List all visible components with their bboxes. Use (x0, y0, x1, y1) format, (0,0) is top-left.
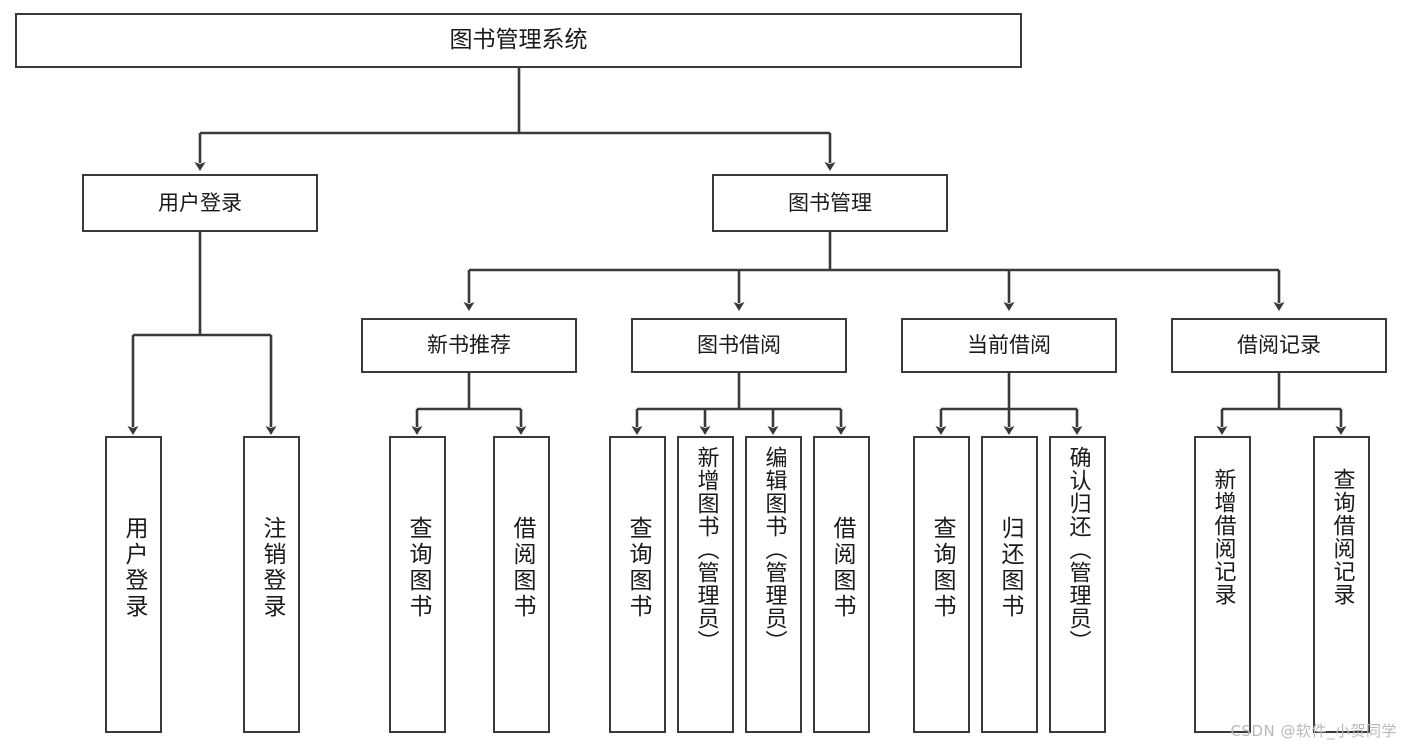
leaf-borrow-borrow-book[interactable]: 借阅图书 (813, 436, 870, 733)
node-borrow-record-label: 借阅记录 (1237, 333, 1321, 358)
node-root-system[interactable]: 图书管理系统 (15, 13, 1022, 68)
leaf-record-add-record[interactable]: 新增借阅记录 (1194, 436, 1251, 733)
node-current-borrow[interactable]: 当前借阅 (901, 318, 1117, 373)
leaf-borrow-add-book-admin-label: 新增图书（管理员） (693, 446, 719, 653)
leaf-record-query-record-label: 查询借阅记录 (1329, 468, 1355, 606)
node-book-borrow[interactable]: 图书借阅 (631, 318, 847, 373)
node-user-login-label: 用户登录 (158, 190, 242, 215)
leaf-logout-label: 注销登录 (259, 516, 285, 620)
leaf-user-login[interactable]: 用户登录 (105, 436, 162, 733)
node-user-login[interactable]: 用户登录 (82, 174, 318, 232)
leaf-recommend-borrow-book[interactable]: 借阅图书 (493, 436, 550, 733)
leaf-current-confirm-return-admin[interactable]: 确认归还（管理员） (1049, 436, 1106, 733)
node-current-borrow-label: 当前借阅 (967, 333, 1051, 358)
leaf-current-return-book-label: 归还图书 (997, 516, 1023, 620)
leaf-borrow-edit-book-admin[interactable]: 编辑图书（管理员） (745, 436, 802, 733)
leaf-current-query-book[interactable]: 查询图书 (913, 436, 970, 733)
leaf-borrow-add-book-admin[interactable]: 新增图书（管理员） (677, 436, 734, 733)
leaf-borrow-borrow-book-label: 借阅图书 (829, 516, 855, 620)
leaf-recommend-query-book[interactable]: 查询图书 (389, 436, 446, 733)
leaf-current-return-book[interactable]: 归还图书 (981, 436, 1038, 733)
leaf-record-query-record[interactable]: 查询借阅记录 (1313, 436, 1370, 733)
leaf-current-confirm-return-admin-label: 确认归还（管理员） (1065, 446, 1091, 653)
watermark-text: CSDN @软件_小贺同学 (1230, 722, 1397, 740)
leaf-current-query-book-label: 查询图书 (929, 516, 955, 620)
leaf-logout[interactable]: 注销登录 (243, 436, 300, 733)
node-book-management[interactable]: 图书管理 (712, 174, 948, 232)
node-new-book-recommend[interactable]: 新书推荐 (361, 318, 577, 373)
node-borrow-record[interactable]: 借阅记录 (1171, 318, 1387, 373)
leaf-record-add-record-label: 新增借阅记录 (1210, 468, 1236, 606)
node-new-book-recommend-label: 新书推荐 (427, 333, 511, 358)
node-book-management-label: 图书管理 (788, 190, 872, 215)
node-book-borrow-label: 图书借阅 (697, 333, 781, 358)
node-root-system-label: 图书管理系统 (449, 26, 588, 53)
leaf-borrow-edit-book-admin-label: 编辑图书（管理员） (761, 446, 787, 653)
leaf-borrow-query-book-label: 查询图书 (625, 516, 651, 620)
leaf-user-login-label: 用户登录 (121, 516, 147, 620)
leaf-recommend-query-book-label: 查询图书 (405, 516, 431, 620)
leaf-recommend-borrow-book-label: 借阅图书 (509, 516, 535, 620)
leaf-borrow-query-book[interactable]: 查询图书 (609, 436, 666, 733)
